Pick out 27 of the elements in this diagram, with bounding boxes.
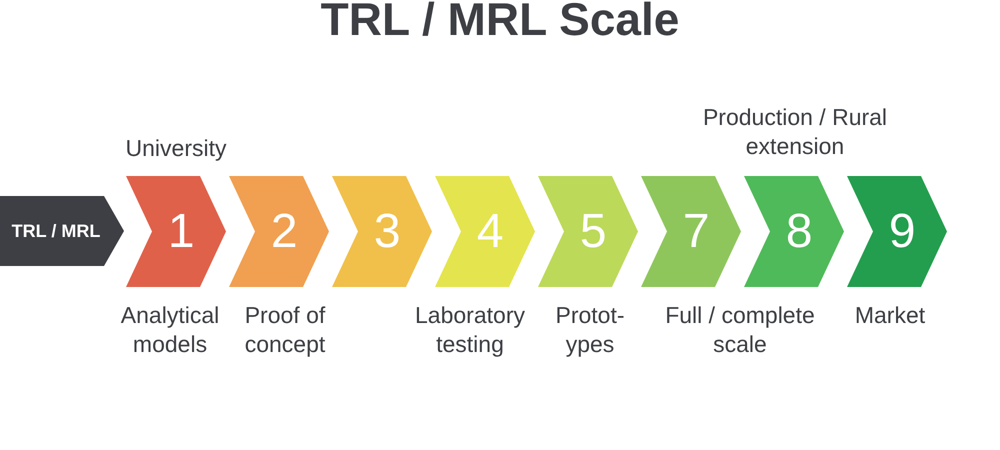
chevron-step — [538, 176, 638, 287]
stage-label: Laboratory testing — [414, 301, 526, 359]
step-number: 2 — [270, 204, 299, 260]
step-number: 7 — [682, 204, 711, 260]
stage-label: Market — [854, 301, 926, 330]
chevron-step — [0, 196, 124, 266]
stage-label: University — [124, 134, 228, 163]
diagram-title: TRL / MRL Scale — [320, 0, 680, 46]
stage-label: Proof of concept — [244, 301, 326, 359]
stage-label: Protot- ypes — [554, 301, 626, 359]
chevron-step — [744, 176, 844, 287]
step-number: 3 — [372, 204, 402, 260]
chevron-step — [229, 176, 329, 287]
step-number: 9 — [888, 204, 917, 260]
chevron-step — [126, 176, 226, 287]
chevron-step — [847, 176, 947, 287]
stage-label: Analytical models — [120, 301, 220, 359]
chevron-step — [641, 176, 741, 287]
scale-label: TRL / MRL — [10, 220, 102, 242]
stage-label: Full / complete scale — [664, 301, 816, 359]
stage-label: Production / Rural extension — [702, 103, 888, 161]
step-number: 5 — [578, 204, 608, 260]
chevron-step — [332, 176, 432, 287]
step-number: 1 — [166, 204, 196, 260]
step-number: 8 — [784, 204, 814, 260]
chevron-step — [435, 176, 535, 287]
step-number: 4 — [476, 204, 505, 260]
